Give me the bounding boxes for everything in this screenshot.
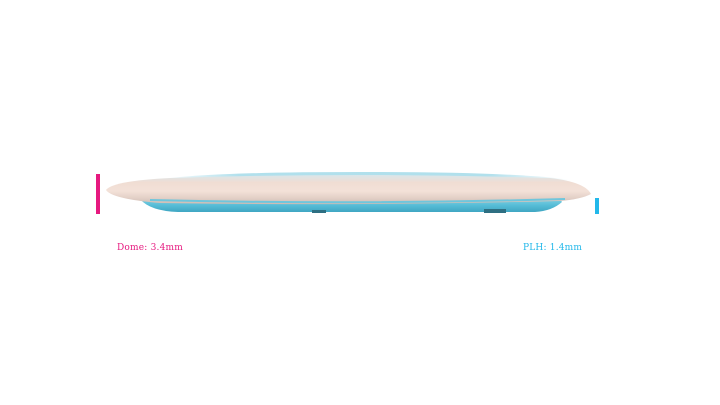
dome-measurement-label: Dome: 3.4mm	[117, 243, 183, 253]
disc-foot-left	[312, 210, 326, 213]
disc-rim	[106, 175, 591, 205]
disc-foot-right	[484, 209, 506, 213]
plh-height-marker	[595, 198, 599, 214]
dome-height-marker	[96, 174, 100, 214]
disc-parting-line	[149, 198, 566, 204]
plh-measurement-label: PLH: 1.4mm	[523, 243, 583, 253]
